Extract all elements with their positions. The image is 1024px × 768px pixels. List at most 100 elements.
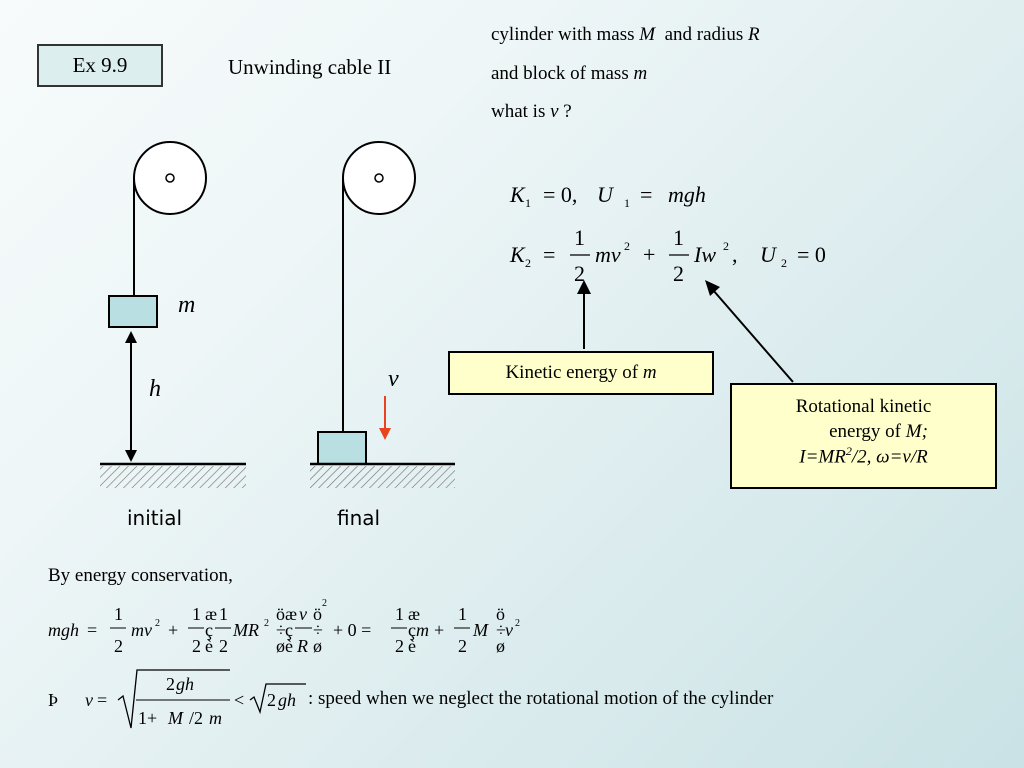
svg-text:+: + [643,242,655,267]
svg-text:ö: ö [313,604,322,624]
derivation-intro: By energy conservation, [48,565,233,586]
derivation-conclusion: : speed when we neglect the rotational m… [308,688,774,709]
svg-text:+ 0 =: + 0 = [333,620,371,640]
svg-text:1: 1 [395,604,404,624]
svg-text:m: m [209,708,222,728]
svg-text:1: 1 [219,604,228,624]
svg-text:R: R [296,636,308,656]
svg-text:1: 1 [574,225,585,250]
svg-text:1: 1 [525,196,531,210]
svg-text:ç: ç [408,620,416,640]
height-label: h [149,376,161,402]
rotational-line-1: Rotational kinetic [795,396,932,417]
svg-text:2: 2 [192,636,201,656]
svg-text:M: M [472,620,489,640]
svg-text:gh: gh [278,690,296,710]
problem-line-1: cylinder with mass M and radius R [491,24,760,45]
svg-text:2: 2 [114,636,123,656]
svg-text:U: U [597,182,615,207]
svg-text:mgh: mgh [48,620,79,640]
svg-text:ö: ö [276,604,285,624]
svg-text:1+: 1+ [138,708,157,728]
svg-text:÷: ÷ [276,620,286,640]
final-label: final [337,506,381,530]
svg-text:MR: MR [232,620,259,640]
svg-text:<: < [234,690,244,710]
svg-text:ø: ø [496,636,505,656]
rotational-energy-callout: Rotational kinetic energy of M; I=MR2/2,… [730,383,997,489]
svg-text:= 0,: = 0, [543,182,577,207]
svg-text:è: è [408,636,416,656]
svg-text:Iw: Iw [693,242,716,267]
svg-text:÷: ÷ [496,620,506,640]
svg-text:1: 1 [458,604,467,624]
svg-text:v: v [299,604,307,624]
svg-text:=: = [640,182,652,207]
svg-text:÷: ÷ [313,620,323,640]
kinetic-energy-callout: Kinetic energy of m [448,351,714,395]
problem-line-2: and block of mass m [491,63,648,84]
svg-text:1: 1 [192,604,201,624]
block-final [317,431,367,465]
mass-label: m [178,292,196,318]
slide-title: Unwinding cable II [228,55,392,79]
svg-text:ø: ø [276,636,285,656]
final-setup [310,141,455,488]
derivation-equation: mgh = 1 2 mv 2 + 1 2 æçè 1 2 MR 2 ö÷ø æç… [48,598,520,656]
initial-label: initial [127,506,182,530]
svg-text:ç: ç [285,620,293,640]
svg-text:2: 2 [781,256,787,270]
svg-text:ç: ç [205,620,213,640]
example-tag-label: Ex 9.9 [72,53,128,77]
svg-text:2: 2 [624,239,630,253]
svg-text:æ: æ [205,604,217,624]
svg-text:/2: /2 [189,708,203,728]
svg-text:æ: æ [408,604,420,624]
svg-text:2: 2 [458,636,467,656]
svg-text:2: 2 [219,636,228,656]
rotational-line-2: energy of M; [829,420,928,442]
svg-text:ö: ö [496,604,505,624]
svg-text:mgh: mgh [668,182,706,207]
svg-text:,: , [732,242,738,267]
energy-equations: K 1 = 0, U 1 = mgh K 2 = 1 2 mv 2 + 1 2 … [509,182,826,286]
svg-text:2: 2 [264,618,269,629]
svg-text:2: 2 [574,261,585,286]
initial-setup [100,141,246,488]
svg-text:+: + [168,620,178,640]
svg-text:2: 2 [525,256,531,270]
pulley-axle-initial [165,173,175,183]
svg-text:+: + [434,620,444,640]
svg-text:K: K [509,242,526,267]
svg-text:=: = [97,690,107,710]
svg-text:1: 1 [624,196,630,210]
svg-text:2: 2 [395,636,404,656]
svg-text:2: 2 [166,674,175,694]
svg-text:2: 2 [673,261,684,286]
pulley-axle-final [374,173,384,183]
svg-text:2: 2 [322,598,327,609]
svg-text:v: v [505,620,513,640]
svg-text:1: 1 [673,225,684,250]
svg-text:1: 1 [114,604,123,624]
rotational-line-3: I=MR2/2, ω=v/R [799,444,928,468]
result-equation: Þ v = 2 gh 1+ M /2 m < 2 gh [48,669,306,729]
svg-text:2: 2 [723,239,729,253]
svg-text:K: K [509,182,526,207]
svg-text:è: è [205,636,213,656]
problem-line-3: what is v ? [491,101,572,122]
svg-text:gh: gh [176,674,194,694]
svg-text:U: U [760,242,778,267]
svg-text:m: m [416,620,429,640]
velocity-label: v [388,366,399,392]
svg-text:=: = [87,620,97,640]
svg-text:2: 2 [155,618,160,629]
rotational-arrow [712,289,794,383]
block-initial [108,295,158,328]
svg-text:ø: ø [313,636,322,656]
svg-text:2: 2 [267,690,276,710]
svg-text:v: v [85,690,93,710]
svg-text:æ: æ [285,604,297,624]
svg-text:è: è [285,636,293,656]
